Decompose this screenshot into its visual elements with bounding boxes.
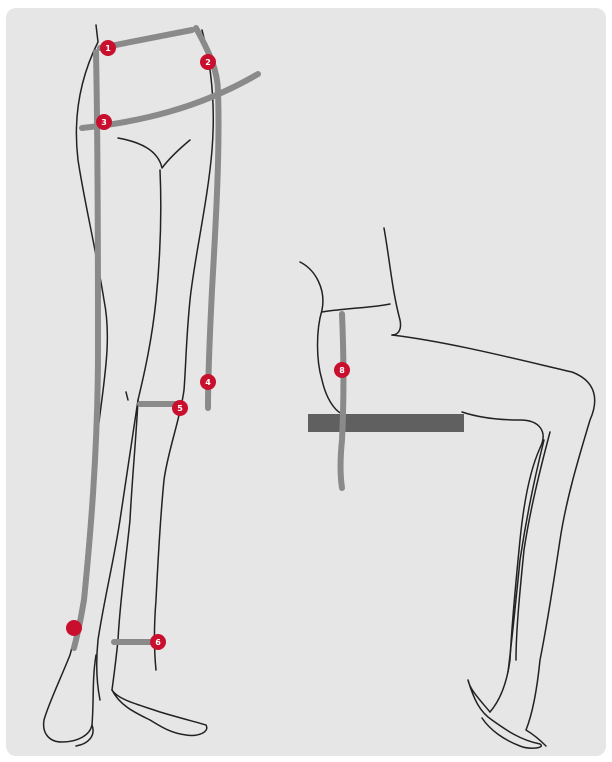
svg-text:6: 6 — [155, 638, 161, 647]
front-torso — [384, 228, 401, 335]
svg-text:8: 8 — [339, 366, 345, 375]
marker-2-icon: 2 — [200, 54, 216, 70]
svg-text:5: 5 — [177, 404, 183, 413]
right-foot — [112, 690, 207, 735]
marker-5-icon: 5 — [172, 400, 188, 416]
marker-4-icon: 4 — [200, 374, 216, 390]
svg-text:1: 1 — [105, 44, 111, 53]
thigh-top — [392, 335, 595, 746]
seated-waist — [322, 304, 390, 312]
marker-1-icon: 1 — [100, 40, 116, 56]
seated-foot — [468, 680, 541, 748]
outseam-line — [74, 52, 98, 648]
marker-8-icon: 8 — [334, 362, 350, 378]
seat-bar — [308, 414, 464, 432]
inner-left-leg — [97, 170, 161, 700]
marker-inseam-icon — [66, 620, 82, 636]
crotch-curve — [118, 138, 190, 168]
thigh-bottom — [462, 412, 543, 712]
seated-rise-line — [341, 314, 344, 488]
outer-right-contour — [155, 30, 214, 670]
hip-side-line — [196, 28, 219, 408]
knee-crease — [126, 392, 128, 400]
marker-6-icon: 6 — [150, 634, 166, 650]
back-contour — [300, 262, 342, 414]
svg-text:3: 3 — [101, 118, 107, 127]
svg-text:4: 4 — [205, 378, 211, 387]
standing-figure — [44, 25, 214, 746]
marker-3-icon: 3 — [96, 114, 112, 130]
svg-text:2: 2 — [205, 58, 211, 67]
